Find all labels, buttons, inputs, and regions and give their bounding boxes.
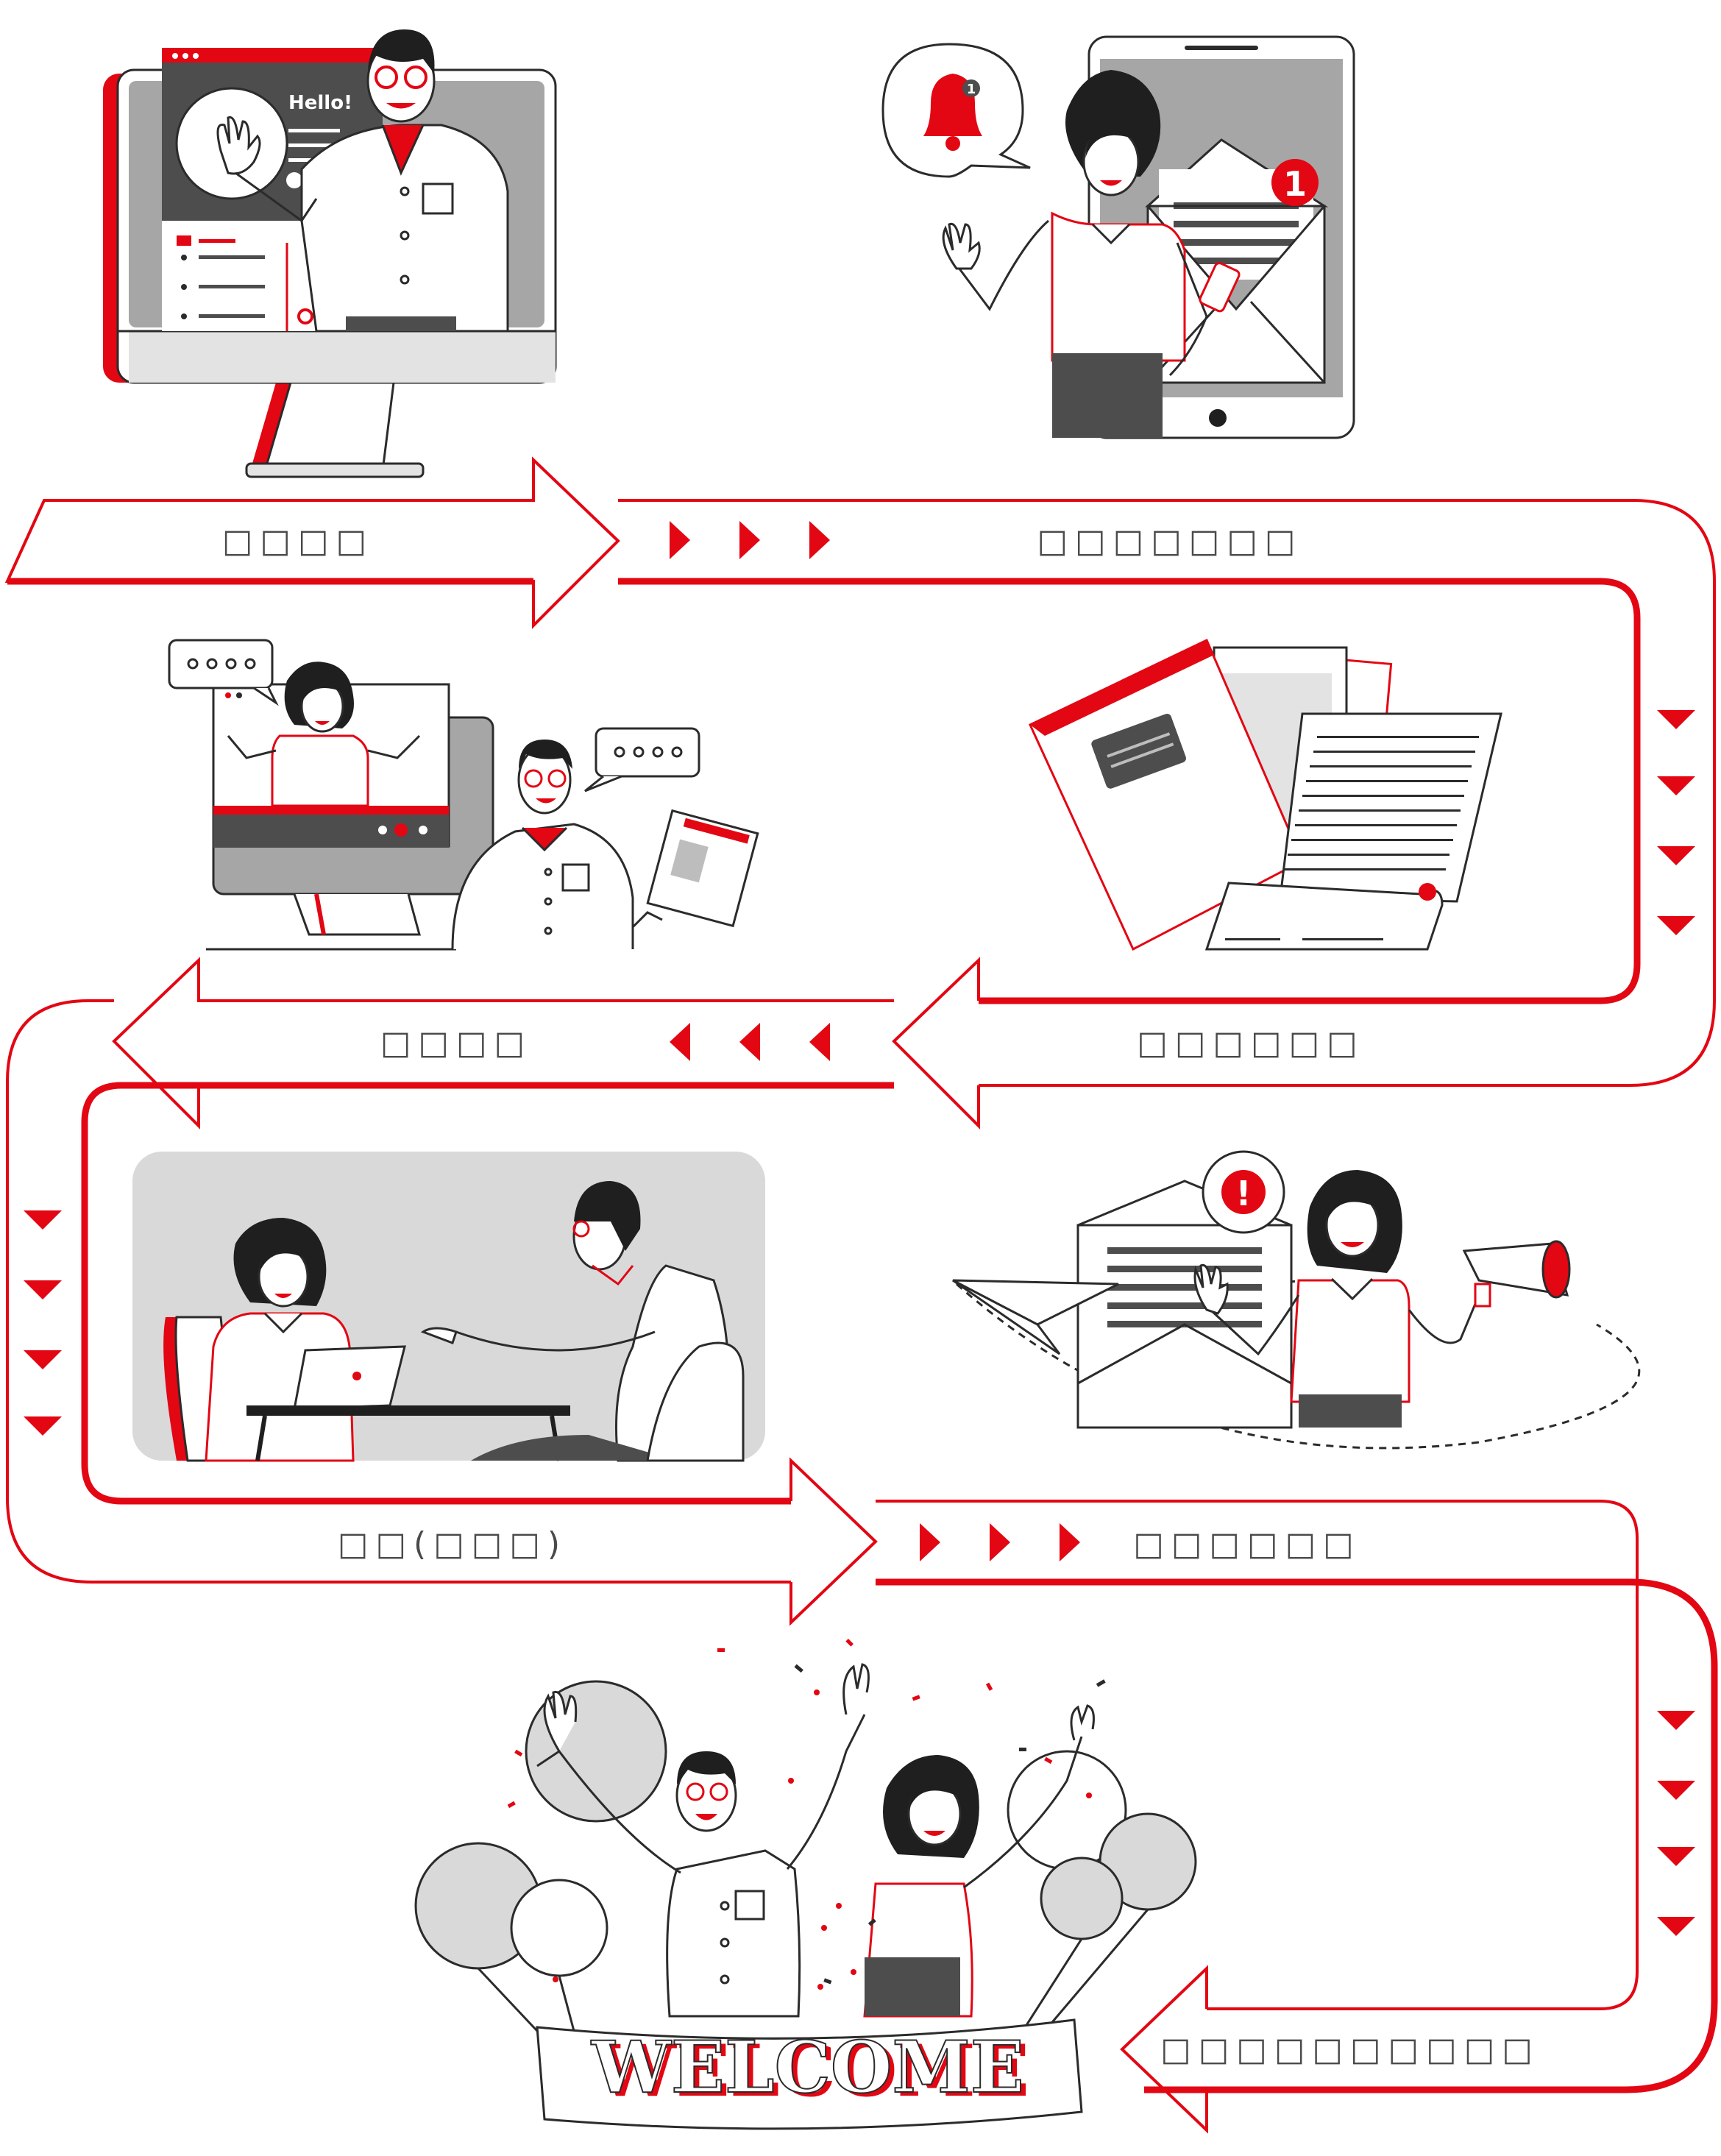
online-profile-illustration: Hello!: [103, 29, 557, 478]
flow-path: [4, 456, 1718, 2134]
step-7-label: □□□□□□□□□□: [1160, 2031, 1540, 2068]
documents-illustration: [1029, 638, 1502, 951]
offer-announcement-illustration: !: [952, 1150, 1641, 1450]
bell-count: 1: [967, 82, 976, 97]
in-person-interview-illustration: [132, 1152, 765, 1462]
step-3-label: □□□□□□: [1137, 1024, 1364, 1062]
notification-illustration: 1 1: [881, 35, 1355, 439]
step-5-label: □□(□□□): [338, 1525, 567, 1563]
step-1-label: □□□□: [222, 522, 374, 560]
welcome-celebration-illustration: WELCOME WELCOME: [414, 1639, 1197, 2130]
welcome-banner-text: WELCOME: [591, 2026, 1024, 2109]
alert-symbol: !: [1236, 1174, 1252, 1213]
step-6-label: □□□□□□: [1133, 1525, 1360, 1563]
tablet-badge-count: 1: [1283, 164, 1307, 204]
step-2-label: □□□□□□□: [1037, 522, 1302, 560]
welcome-banner-shadow: WELCOME: [596, 2029, 1029, 2113]
video-interview-illustration: [168, 639, 759, 951]
hello-text: Hello!: [288, 92, 352, 114]
step-4-label: □□□□: [380, 1024, 532, 1062]
